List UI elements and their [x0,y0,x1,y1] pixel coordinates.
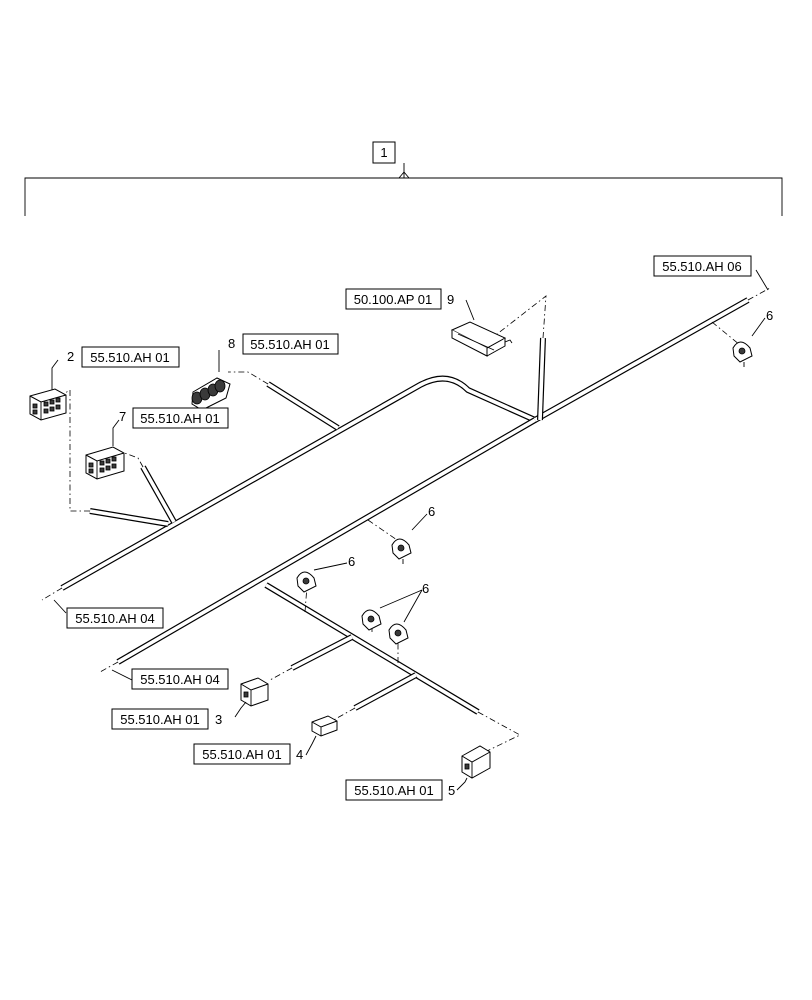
item-number: 9 [447,292,454,307]
item-number: 7 [119,409,126,424]
callout-item-6-b[interactable]: 6 [428,504,435,519]
item-number: 6 [428,504,435,519]
connector-item-7[interactable] [85,446,125,480]
callout-item-5[interactable]: 55.510.AH 01 5 [345,779,455,801]
branch-wire-7 [140,465,177,524]
callout-item-4[interactable]: 55.510.AH 01 4 [193,743,303,765]
connector-item-4[interactable] [311,715,338,737]
item-number: 5 [448,783,455,798]
clip-item-6-d[interactable] [361,609,382,631]
callout-item-3[interactable]: 55.510.AH 01 3 [111,708,222,730]
callout-item-7[interactable]: 7 55.510.AH 01 [119,407,229,429]
clip-item-6-a[interactable] [732,341,753,367]
assembly-item-number: 1 [380,145,387,160]
reference-code: 55.510.AH 04 [75,611,155,626]
item-number: 6 [348,554,355,569]
item-number: 4 [296,747,303,762]
callout-item-6-d[interactable]: 6 [422,581,429,596]
item-number: 8 [228,336,235,351]
reference-code: 55.510.AH 01 [202,747,282,762]
connector-item-2[interactable] [29,388,67,421]
reference-code: 55.510.AH 01 [140,411,220,426]
lower-trunk-wire [116,417,537,665]
connector-item-5[interactable] [461,745,491,779]
branch-wire-2 [89,508,169,527]
item-number: 2 [67,349,74,364]
reference-code: 50.100.AP 01 [354,292,433,307]
branch-wire-9 [537,337,546,421]
branch-wire-8 [266,381,340,431]
continuation-ref-ah06[interactable]: 55.510.AH 06 [653,255,752,277]
assembly-item-box[interactable] [372,141,396,164]
reference-code: 55.510.AH 01 [90,350,170,365]
continuation-ref-ah04-upper[interactable]: 55.510.AH 04 [66,607,164,629]
callout-item-8[interactable]: 8 55.510.AH 01 [228,333,339,355]
reference-code: 55.510.AH 04 [140,672,220,687]
branch-wire-3 [290,634,354,671]
callout-item-6-a[interactable]: 6 [766,308,773,323]
branch-wire-4 [353,672,418,711]
reference-code: 55.510.AH 01 [120,712,200,727]
lower-branch-wire [264,582,480,715]
reference-code: 55.510.AH 06 [662,259,742,274]
clip-item-6-b[interactable] [391,538,412,564]
main-trunk-wire [60,297,750,591]
item-number: 6 [422,581,429,596]
reference-code: 55.510.AH 01 [354,783,434,798]
reference-code: 55.510.AH 01 [250,337,330,352]
connector-item-9[interactable] [450,321,513,357]
item-leaders [51,269,769,791]
connector-item-8[interactable] [191,377,231,411]
continuation-ref-ah04-lower[interactable]: 55.510.AH 04 [131,668,229,690]
clip-item-6-e[interactable] [388,623,409,645]
callout-item-9[interactable]: 50.100.AP 01 9 [345,288,454,310]
connector-item-3[interactable] [240,677,269,707]
item-number: 3 [215,712,222,727]
assembly-bracket: 1 [24,141,783,216]
callout-item-6-c[interactable]: 6 [348,554,355,569]
clip-item-6-c[interactable] [296,571,317,593]
harness-wires [60,297,750,715]
item-number: 6 [766,308,773,323]
callout-item-2[interactable]: 2 55.510.AH 01 [67,346,180,368]
